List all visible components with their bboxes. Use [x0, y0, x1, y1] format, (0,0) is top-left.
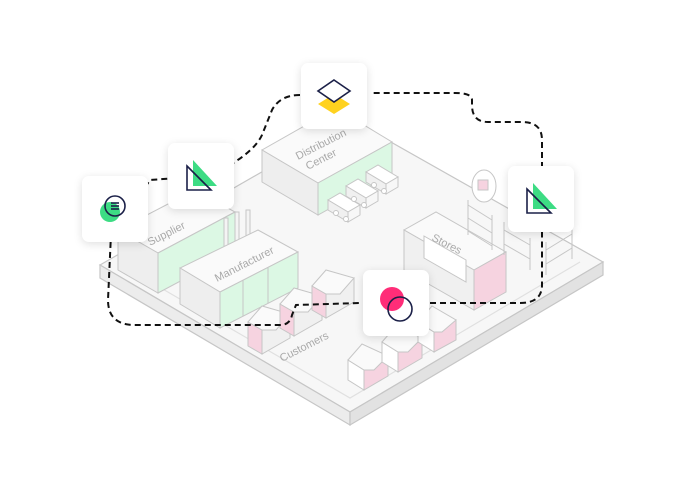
stores-card[interactable]: [508, 166, 574, 232]
route-path: [106, 92, 543, 326]
triangle-ruler-icon: [526, 183, 557, 214]
distribution-card[interactable]: [301, 63, 367, 129]
manufacturer-card[interactable]: [168, 143, 234, 209]
truck-1: [327, 192, 361, 223]
customers-card[interactable]: [363, 270, 429, 336]
house: [311, 269, 355, 319]
house: [347, 343, 389, 391]
manufacturer-building: Manufacturer: [178, 209, 300, 329]
triangle-ruler-icon: [186, 160, 217, 191]
customer-houses-row1: [247, 269, 355, 355]
trucks: [327, 164, 399, 223]
supplier-card[interactable]: [82, 176, 148, 242]
store-shelves: [467, 169, 573, 275]
overlap-circles-icon: [380, 287, 413, 322]
layers-icon: [316, 79, 352, 114]
stores-building: Stores: [402, 211, 508, 311]
truck-3: [365, 164, 399, 195]
truck-2: [345, 178, 379, 209]
list-circle-icon: [100, 195, 126, 222]
